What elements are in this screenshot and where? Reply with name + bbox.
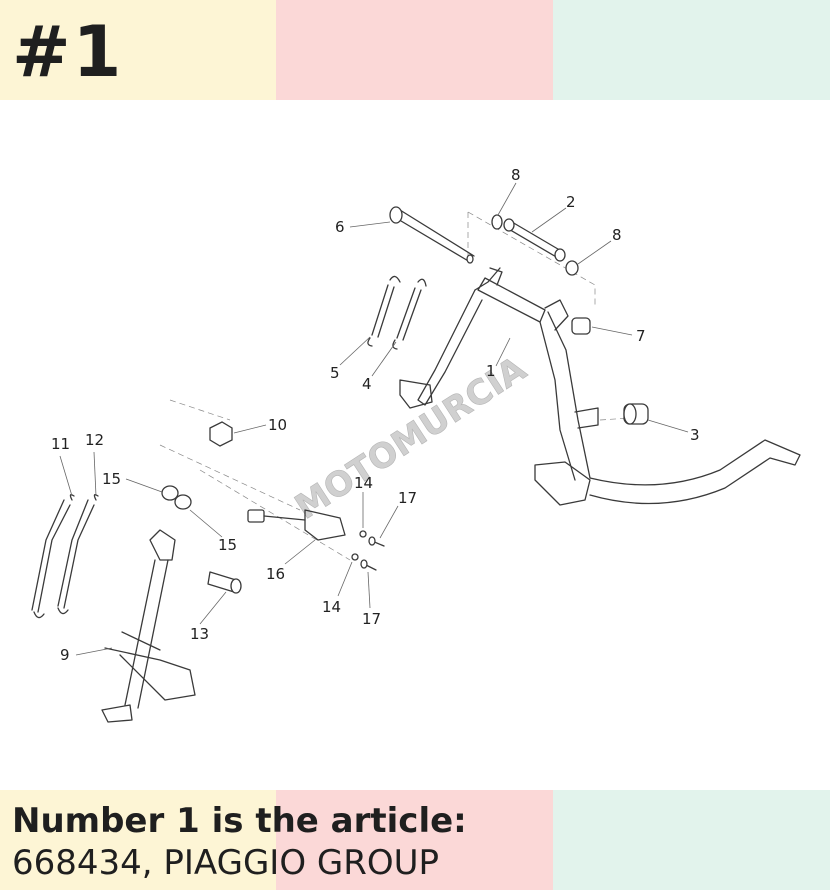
- callout-17-top: 17: [398, 489, 417, 507]
- callout-10: 10: [268, 416, 287, 434]
- callout-11: 11: [51, 435, 70, 453]
- caption-heading: Number 1 is the article:: [12, 801, 467, 841]
- part-9-side-stand: [101, 529, 196, 723]
- part-1-center-stand: [399, 267, 801, 506]
- part-17-screws: [360, 536, 385, 571]
- part-10-block: [209, 421, 233, 447]
- callout-4: 4: [362, 375, 372, 393]
- part-12-spring: [57, 494, 99, 615]
- band-mint: [553, 0, 830, 100]
- exploded-parts-diagram: MOTOMURCIA: [31, 166, 801, 723]
- band-pink: [276, 0, 553, 100]
- part-5-spring: [367, 275, 401, 347]
- callout-12: 12: [85, 431, 104, 449]
- callout-15-left: 15: [102, 470, 121, 488]
- part-15-rings: [161, 485, 192, 510]
- footer-band: [0, 790, 830, 890]
- header-band: [0, 0, 830, 100]
- part-number-badge: #1: [12, 11, 124, 93]
- callout-7: 7: [636, 327, 646, 345]
- assembly-guides: [159, 211, 631, 561]
- band-mint-bottom: [553, 790, 830, 890]
- callout-8-top: 8: [511, 166, 521, 184]
- callout-labels: 1 2 3 4 5 6 7 8 8 9 10 11 12 13 14 14 15…: [51, 166, 700, 664]
- part-14-washers: [351, 530, 367, 561]
- callout-8-right: 8: [612, 226, 622, 244]
- part-16-switch: [247, 509, 346, 541]
- callout-16: 16: [266, 565, 285, 583]
- band-yellow-bottom: [0, 790, 276, 890]
- band-pink-bottom: [276, 790, 553, 890]
- callout-17-bottom: 17: [362, 610, 381, 628]
- part-2-sleeve: [491, 214, 579, 276]
- callout-1: 1: [486, 362, 496, 380]
- callout-9: 9: [60, 646, 70, 664]
- callout-14-bottom: 14: [322, 598, 341, 616]
- part-6-pin: [389, 206, 475, 264]
- callout-2: 2: [566, 193, 576, 211]
- part-13-pin: [207, 571, 242, 594]
- part-7-bushing: [571, 317, 591, 335]
- part-4-spring: [392, 278, 427, 350]
- callout-14-top: 14: [354, 474, 373, 492]
- caption-article: 668434, PIAGGIO GROUP: [12, 843, 440, 883]
- callout-5: 5: [330, 364, 340, 382]
- part-11-spring: [31, 494, 75, 619]
- part-3-rubber-stop: [623, 403, 649, 425]
- callout-15-right: 15: [218, 536, 237, 554]
- callout-13: 13: [190, 625, 209, 643]
- leader-lines: [59, 182, 689, 656]
- band-yellow: [0, 0, 276, 100]
- callout-6: 6: [335, 218, 345, 236]
- article-caption: Number 1 is the article: 668434, PIAGGIO…: [12, 800, 822, 884]
- callout-3: 3: [690, 426, 700, 444]
